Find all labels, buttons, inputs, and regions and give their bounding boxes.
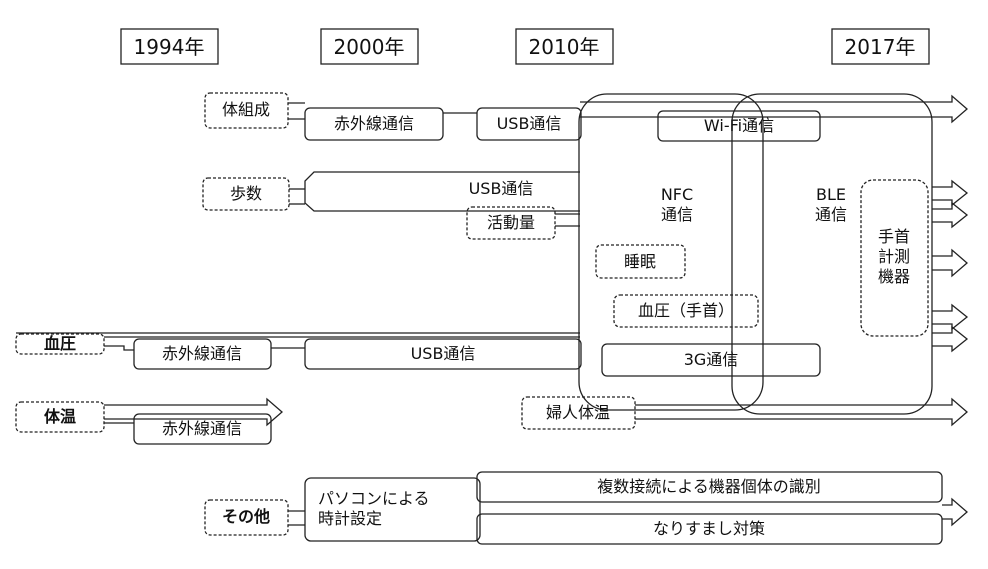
label-bp-wrist: 血圧（手首） [637, 301, 735, 320]
label-infrared-bc: 赤外線通信 [333, 114, 415, 133]
label-usb-bp: USB通信 [410, 344, 476, 363]
label-usb-bc: USB通信 [496, 114, 562, 133]
box-wrist-device [860, 179, 929, 337]
year-box-2017 [831, 28, 930, 65]
box-spoofing [476, 513, 943, 545]
box-3g [601, 343, 821, 377]
label-pc-clock: パソコンによる 時計設定 [318, 489, 430, 528]
arrow-body-composition [580, 94, 968, 124]
label-infrared-bp: 赤外線通信 [161, 344, 243, 363]
box-infrared-bp [133, 338, 272, 370]
nfc-region [578, 93, 764, 411]
category-box-body-temperature [15, 401, 105, 433]
ble-region [731, 93, 933, 415]
arrow-steps-mid [932, 248, 968, 278]
box-womens-temp [521, 396, 636, 430]
arrow-bp-top [932, 303, 969, 331]
arrow-womens-temp [635, 397, 968, 427]
category-steps: 歩数 [229, 184, 263, 203]
year-box-2000 [320, 28, 419, 65]
label-sleep: 睡眠 [623, 252, 657, 271]
category-box-blood-pressure [15, 333, 105, 355]
box-infrared-temp [133, 413, 272, 445]
box-usb-bp [304, 338, 582, 370]
category-body-temperature: 体温 [43, 407, 77, 426]
label-ble: BLE 通信 [814, 185, 848, 224]
box-bp-wrist [613, 294, 759, 328]
label-wrist-device: 手首 計測 機器 [877, 227, 911, 286]
label-wifi: Wi-Fi通信 [703, 116, 775, 135]
label-spoofing: なりすまし対策 [652, 519, 766, 538]
box-usb-bc [476, 107, 582, 141]
box-pc-clock [304, 477, 481, 542]
box-activity [466, 206, 556, 240]
year-2000: 2000年 [333, 35, 405, 59]
category-other: その他 [221, 507, 271, 526]
category-blood-pressure: 血圧 [43, 334, 77, 353]
label-usb-steps: USB通信 [468, 179, 534, 198]
category-box-other [204, 499, 289, 536]
label-infrared-temp: 赤外線通信 [161, 419, 243, 438]
box-sleep [595, 244, 686, 279]
box-wifi [657, 110, 821, 142]
arrow-steps-top [932, 179, 969, 207]
arrow-body-temp [104, 397, 283, 427]
year-2017: 2017年 [844, 35, 916, 59]
bar-usb-steps [304, 171, 580, 212]
box-multi-connect [476, 471, 943, 503]
label-womens-temp: 婦人体温 [545, 403, 611, 422]
box-infrared-bc [304, 107, 444, 141]
category-box-steps [202, 177, 290, 211]
arrow-steps-bottom [932, 201, 969, 229]
year-box-1994 [120, 28, 219, 65]
label-multi-connect: 複数接続による機器個体の識別 [597, 477, 821, 496]
label-activity: 活動量 [486, 213, 536, 232]
year-2010: 2010年 [528, 35, 600, 59]
label-3g: 3G通信 [683, 350, 739, 369]
year-1994: 1994年 [133, 35, 205, 59]
category-body-composition: 体組成 [221, 100, 271, 119]
year-box-2010 [515, 28, 614, 65]
arrow-other [942, 497, 968, 527]
category-box-body-composition [204, 92, 289, 129]
connector-bp [104, 345, 134, 351]
arrow-bp-bottom [932, 325, 969, 353]
label-nfc: NFC 通信 [660, 185, 694, 224]
